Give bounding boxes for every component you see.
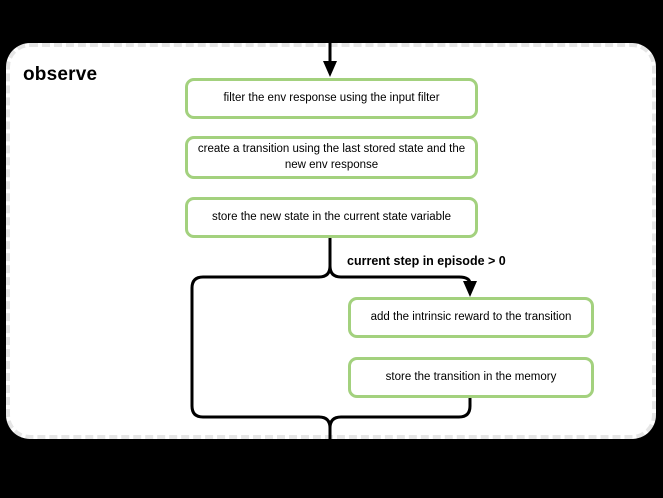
condition-label: current step in episode > 0 [347, 254, 506, 268]
flow-box-store-new-state: store the new state in the current state… [185, 197, 478, 238]
flow-box-create-transition: create a transition using the last store… [185, 136, 478, 179]
flow-box-text: store the new state in the current state… [211, 210, 452, 223]
diagram-title: observe [23, 64, 98, 85]
flow-box-store-transition: store the transition in the memory [348, 357, 594, 398]
flow-box-add-intrinsic-reward: add the intrinsic reward to the transiti… [348, 297, 594, 338]
flow-box-text-line2: new env response [284, 158, 379, 171]
flow-box-text-line1: create a transition using the last store… [197, 142, 466, 155]
flow-box-text: filter the env response using the input … [223, 91, 440, 104]
flow-box-filter-env-response: filter the env response using the input … [185, 78, 478, 119]
flow-box-text: store the transition in the memory [385, 370, 557, 383]
flow-box-text: add the intrinsic reward to the transiti… [370, 310, 572, 323]
